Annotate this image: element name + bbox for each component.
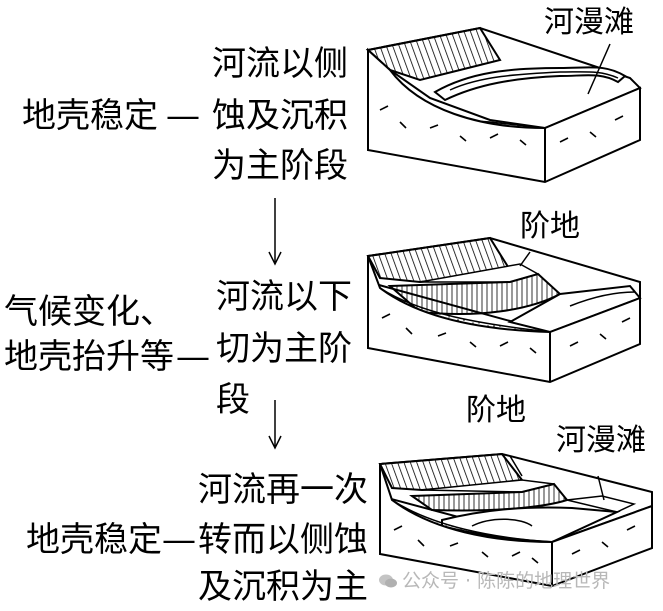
stage3-dash: —	[162, 520, 196, 560]
stage3-process-line-1: 河流再一次	[198, 470, 368, 510]
stage2-process-line-3: 段	[216, 380, 250, 420]
stage2-process-line-2: 切为主阶	[216, 329, 352, 369]
floodplain-label-1: 河漫滩	[544, 5, 634, 40]
floodplain-label-3: 河漫滩	[556, 423, 646, 458]
stage3-process-line-2: 转而以侧蚀	[198, 520, 368, 560]
terrace-floodplain-block-diagram	[378, 452, 653, 588]
floodplain-block-diagram	[365, 26, 642, 184]
stage2-cause-line-1: 气候变化、	[4, 292, 174, 332]
stage1-process-line-3: 为主阶段	[212, 146, 348, 186]
stage3-cause: 地壳稳定	[26, 520, 162, 560]
terrace-label-2: 阶地	[520, 209, 580, 244]
stage1-cause: 地壳稳定	[22, 96, 158, 136]
stage2-dash: —	[176, 337, 210, 377]
stage2-cause-line-2: 地壳抬升等	[4, 337, 174, 377]
down-arrow-2	[268, 400, 282, 450]
stage3-process-line-3: 及沉积为主	[198, 567, 368, 607]
wechat-icon	[378, 572, 398, 588]
stage1-process-line-1: 河流以侧	[212, 44, 348, 84]
stage2-process-line-1: 河流以下	[216, 277, 352, 317]
watermark-text: 公众号 · 陈陈的地理世界	[402, 570, 611, 592]
stage1-process-line-2: 蚀及沉积	[212, 96, 348, 136]
terrace-block-diagram	[366, 236, 642, 384]
watermark: 公众号 · 陈陈的地理世界	[378, 566, 610, 593]
terrace-label-3: 阶地	[466, 393, 526, 428]
stage1-dash: —	[166, 96, 200, 136]
down-arrow-1	[268, 198, 282, 266]
